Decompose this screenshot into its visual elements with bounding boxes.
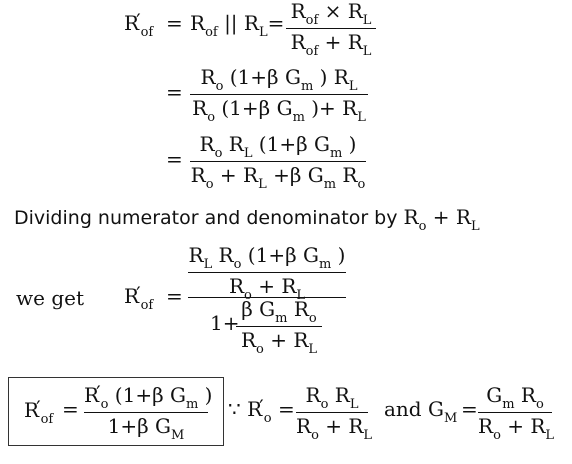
eq3-fraction: Ro RL (1+β Gm ) Ro + RL +β Gm Ro [190,132,366,192]
eq4-one-plus: 1+ [210,311,240,335]
eq4-lhs: R′of [124,282,154,313]
eq5-equals-3: = [461,397,478,421]
eq5-fraction-3: Gm Ro Ro + RL [478,383,555,443]
because-label: ∵ R′o [228,395,272,426]
and-label: and GM [384,397,458,426]
we-get-label: we get [16,286,84,310]
eq4-main-bar [188,297,346,298]
eq1-rhs: Rof || RL= [190,11,285,40]
eq5-fraction-2: Ro RL Ro + RL [296,383,373,443]
eq5-lhs: R′of [24,396,54,427]
eq4-inner-fraction: β Gm Ro Ro + RL [236,298,322,357]
eq5-equals-2: = [278,397,295,421]
eq1-lhs: R′of [124,9,154,40]
eq5-boxed-fraction: R′o (1+β Gm ) 1+β GM [84,381,213,443]
eq4-top-fraction: RL Ro (1+β Gm ) Ro + RL [188,243,346,303]
eq1-fraction: Rof × RL Rof + RL [286,0,376,59]
dividing-text: Dividing numerator and denominator by Ro… [14,205,480,234]
eq4-equals: = [166,284,183,308]
eq2-equals: = [166,80,183,104]
eq3-equals: = [166,147,183,171]
eq2-fraction: Ro (1+β Gm ) RL Ro (1+β Gm )+ RL [190,66,368,125]
eq1-equals: = [166,11,183,35]
eq5-equals: = [62,397,79,421]
result-box [8,377,224,446]
